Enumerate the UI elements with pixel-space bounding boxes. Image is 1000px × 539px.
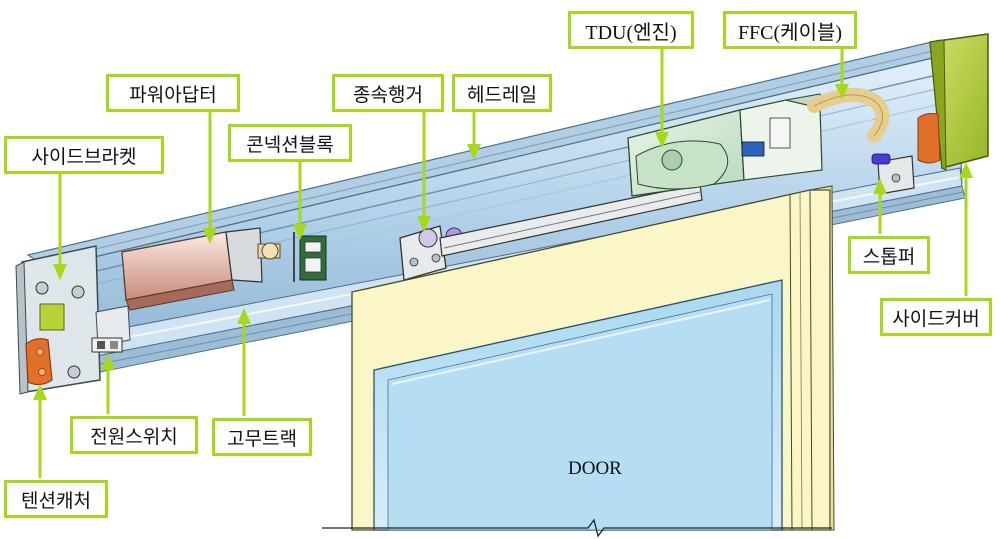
follower-hanger-label: 종속행거 bbox=[332, 74, 444, 112]
power-switch-label: 전원스위치 bbox=[70, 416, 198, 454]
power-adapter-part bbox=[121, 227, 281, 311]
rubber-track-label: 고무트랙 bbox=[212, 418, 312, 456]
stopper-label: 스톱퍼 bbox=[848, 236, 930, 274]
connection-block-part bbox=[293, 232, 327, 282]
tension-catcher-label: 텐션캐처 bbox=[4, 480, 108, 518]
door-label: DOOR bbox=[568, 458, 622, 479]
ffc-cable-part bbox=[807, 87, 890, 143]
tdu-label: TDU(엔진) bbox=[568, 11, 694, 49]
head-rail-label: 헤드레일 bbox=[452, 74, 552, 112]
tdu-engine-part bbox=[627, 93, 825, 197]
power-switch-part bbox=[91, 337, 123, 353]
leader-lines bbox=[33, 49, 973, 478]
side-bracket-label: 사이드브라켓 bbox=[4, 136, 164, 174]
tension-catcher-part bbox=[25, 338, 53, 386]
power-adapter-label: 파워아답터 bbox=[106, 74, 240, 112]
door-hanger-bar bbox=[439, 183, 703, 257]
connection-block-label: 콘넥션블록 bbox=[228, 124, 352, 162]
side-cover-part bbox=[917, 33, 989, 171]
side-cover-label: 사이드커버 bbox=[880, 298, 992, 336]
door-part bbox=[322, 185, 835, 538]
ffc-label: FFC(케이블) bbox=[723, 11, 857, 49]
